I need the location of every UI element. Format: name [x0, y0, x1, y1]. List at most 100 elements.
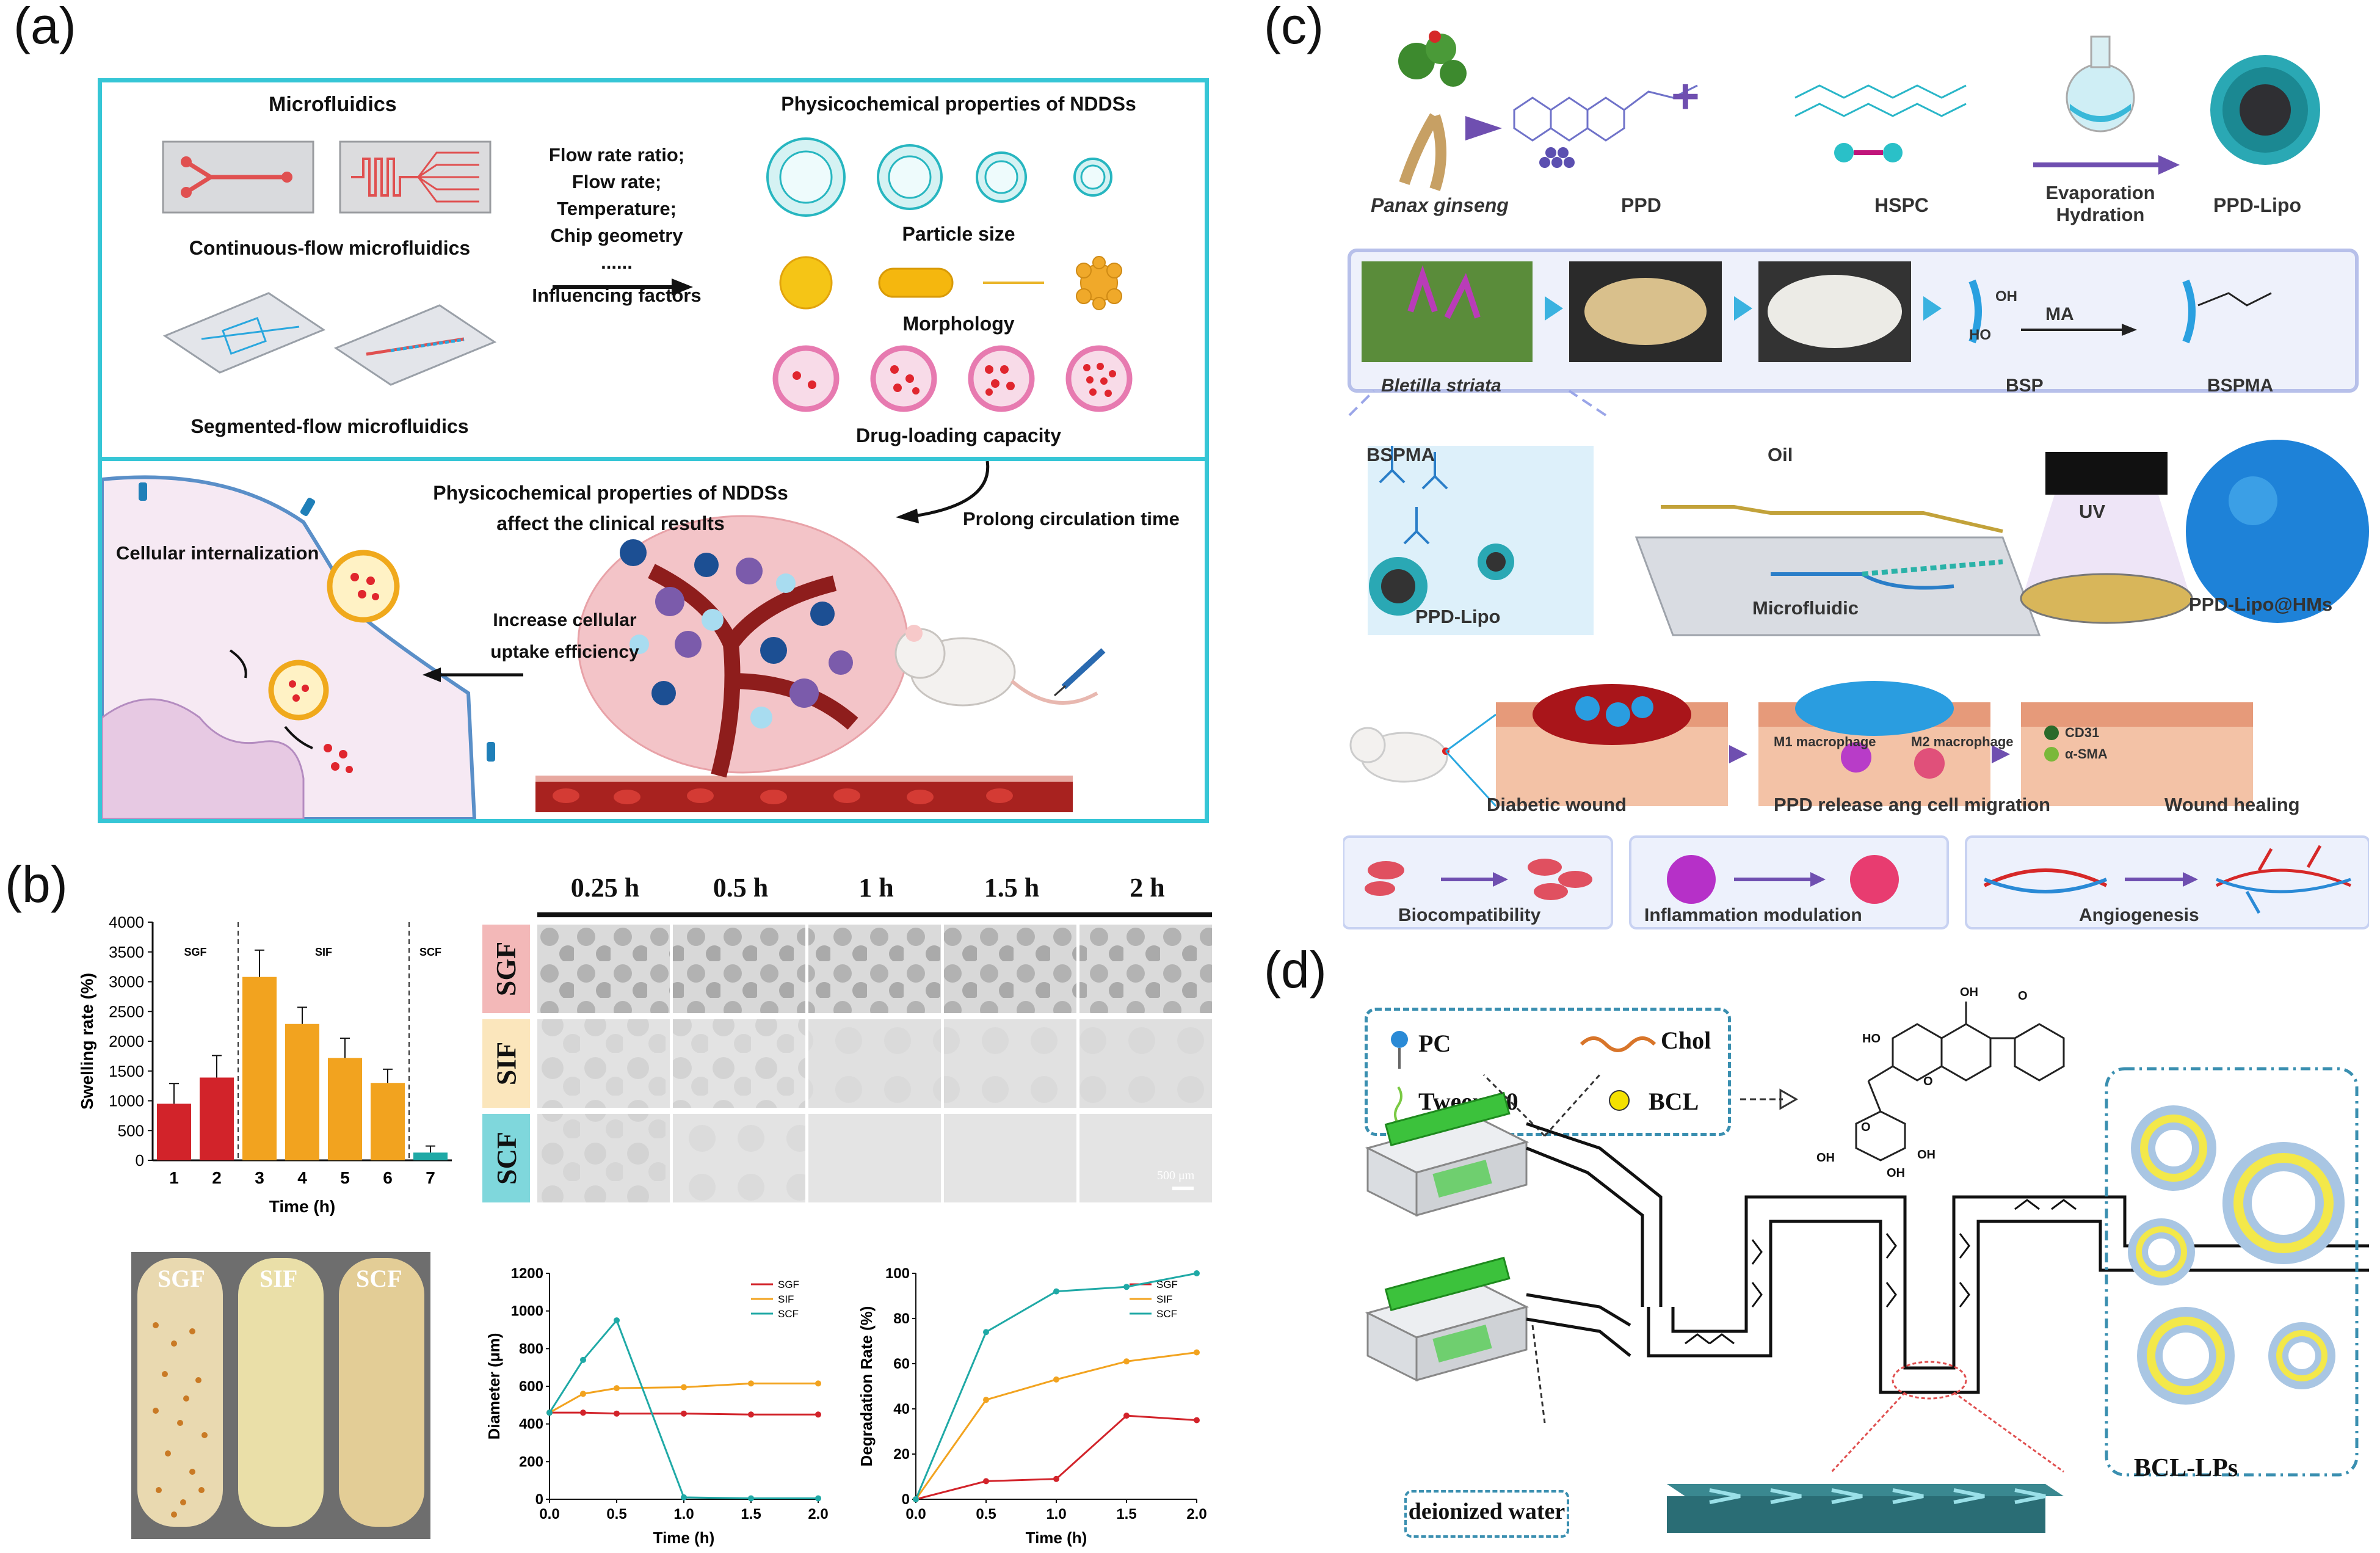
row-tag-sgf: SGF — [482, 925, 530, 1013]
x-tick-label: 1.5 — [741, 1506, 761, 1522]
segmented-chips-icon — [162, 292, 497, 386]
factor-chip-geometry: Chip geometry — [550, 225, 683, 246]
y-tick-label: 100 — [885, 1265, 910, 1282]
y-tick-label: 400 — [519, 1416, 543, 1433]
y-tick-label: 60 — [893, 1356, 910, 1372]
point-sif — [815, 1380, 821, 1387]
uptake-efficiency-caption: Increase cellular uptake efficiency — [473, 605, 656, 668]
tubes-photo — [131, 1252, 430, 1539]
label-bspma-2: BSPMA — [1366, 444, 1435, 465]
particle-size-icons — [766, 137, 1112, 217]
label-bspma: BSPMA — [2207, 376, 2274, 396]
x-tick-label: 3 — [255, 1168, 264, 1187]
label-bcl-lps: BCL-LPs — [2133, 1454, 2238, 1482]
drug-loading-icons — [772, 345, 1133, 412]
label-deionized-water: deionized water — [1408, 1499, 1566, 1524]
factor-temperature: Temperature; — [557, 198, 677, 219]
uptake-line-1: Increase cellular — [493, 610, 637, 630]
x-tick-label: 7 — [426, 1168, 435, 1187]
time-header-rule — [537, 912, 1212, 917]
legend-label-sgf: SGF — [1156, 1279, 1178, 1290]
affect-line-2: affect the clinical results — [496, 512, 725, 534]
factors-arrow — [553, 278, 693, 296]
scale-bar-label: 500 μm — [1157, 1169, 1195, 1182]
factor-ellipsis: ...... — [601, 252, 633, 273]
point-scf — [614, 1317, 620, 1324]
y-tick-label: 3500 — [109, 943, 144, 961]
point-scf — [913, 1496, 919, 1502]
legend-label-scf: SCF — [778, 1308, 799, 1320]
x-tick-label: 1.0 — [1046, 1506, 1066, 1522]
bar-1 — [157, 1104, 191, 1160]
y-tick-label: 3000 — [109, 973, 144, 991]
microfluidic-chip — [1634, 505, 2041, 636]
point-sif — [1123, 1358, 1130, 1365]
label-hydration: Hydration — [2056, 204, 2145, 225]
time-header-3: 1 h — [858, 873, 894, 903]
label-ma: MA — [2045, 304, 2074, 324]
microchannel — [1526, 1122, 2369, 1394]
x-axis-title: Time (h) — [653, 1529, 715, 1547]
tumor-illustration — [102, 461, 1106, 819]
label-ho: HO — [1969, 327, 1991, 343]
scf-row-images — [537, 1114, 1212, 1202]
point-sgf — [1123, 1413, 1130, 1419]
series-line-scf — [915, 1272, 1197, 1500]
morphology-icons — [779, 256, 1122, 310]
x-tick-label: 4 — [297, 1168, 307, 1187]
panel-d-illustration — [1365, 1002, 2369, 1533]
chem-o-2: O — [1923, 1075, 1933, 1088]
chem-oh-2: OH — [1917, 1148, 1936, 1162]
row-tag-scf: SCF — [482, 1114, 530, 1202]
ginseng-icon — [1398, 31, 1467, 191]
wound-tissue-1 — [1496, 684, 1728, 806]
x-axis-title: Time (h) — [1026, 1529, 1087, 1547]
label-microfluidic: Microfluidic — [1752, 597, 1859, 619]
time-header-1: 0.25 h — [570, 873, 640, 903]
x-tick-label: 5 — [340, 1168, 350, 1187]
particle-size-label: Particle size — [902, 223, 1015, 245]
point-scf — [580, 1356, 586, 1363]
point-sif — [983, 1397, 989, 1403]
microscopy-grid — [537, 925, 1212, 1202]
panel-label-b: (b) — [5, 856, 68, 913]
label-ppd-lipo-2: PPD-Lipo — [1415, 606, 1501, 627]
factor-flow-rate: Flow rate; — [571, 171, 662, 192]
y-tick-label: 1000 — [511, 1303, 543, 1320]
x-tick-label: 1 — [169, 1168, 179, 1187]
factor-flow-rate-ratio: Flow rate ratio; — [548, 144, 685, 165]
segmented-flow-label: Segmented-flow microfluidics — [190, 415, 469, 437]
legend-chol: Chol — [1661, 1027, 1711, 1054]
tube-label-sif: SIF — [259, 1265, 298, 1292]
x-tick-label: 2.0 — [1186, 1506, 1206, 1522]
cellular-internalization-label: Cellular internalization — [116, 542, 319, 564]
svg-text:+: + — [1671, 69, 1700, 123]
y-tick-label: 0 — [535, 1491, 543, 1508]
point-sgf — [681, 1410, 687, 1417]
y-axis-title: Swelling rate (%) — [78, 973, 96, 1110]
y-tick-label: 0 — [902, 1491, 910, 1508]
x-tick-label: 2.0 — [808, 1506, 828, 1522]
x-tick-label: 1.0 — [673, 1506, 694, 1522]
point-scf — [1053, 1288, 1059, 1295]
chem-oh-4: OH — [1816, 1151, 1835, 1165]
syringe-pump-1 — [1365, 1091, 1529, 1217]
water-label-box — [1404, 1490, 1569, 1538]
ppd-lipo-icon — [2210, 55, 2320, 165]
label-uv: UV — [2079, 501, 2106, 522]
panel-c-illustration: + — [1343, 31, 2369, 929]
label-m1-macrophage: M1 macrophage — [1774, 734, 1876, 749]
y-tick-label: 40 — [893, 1401, 910, 1417]
y-tick-label: 20 — [893, 1446, 910, 1463]
chem-ho-1: HO — [1862, 1032, 1881, 1046]
label-diabetic-wound: Diabetic wound — [1487, 794, 1627, 815]
ppd-structure — [1513, 84, 1698, 142]
microfluidics-title: Microfluidics — [269, 93, 397, 116]
y-tick-label: 600 — [519, 1378, 543, 1395]
y-tick-label: 0 — [136, 1151, 144, 1169]
bar-3 — [242, 977, 277, 1160]
continuous-flow-label: Continuous-flow microfluidics — [189, 237, 471, 259]
point-sgf — [983, 1478, 989, 1485]
legend-box — [1365, 1008, 1731, 1136]
